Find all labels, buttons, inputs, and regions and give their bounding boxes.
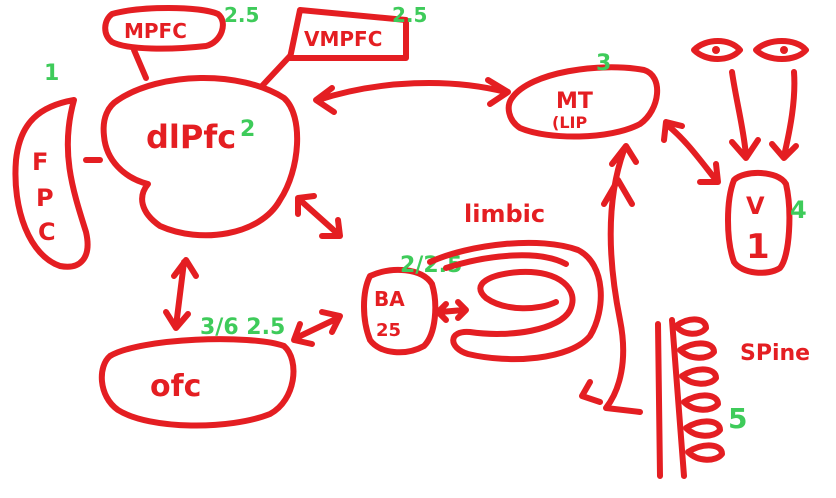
mpfc-outline (102, 5, 226, 52)
ba25-label-bottom: 25 (376, 320, 401, 341)
spine-vertebra-5 (683, 418, 723, 439)
node-dlpfc: dlPfc 2 (100, 75, 301, 239)
mt-outline (505, 64, 661, 140)
vmpfc-dlpfc-link (259, 53, 293, 89)
node-mt: MT (LIP 3 (505, 51, 661, 140)
v1-number: 4 (790, 196, 807, 224)
fpc-label-p: P (36, 184, 54, 212)
dlpfc-ofc-arrow (163, 257, 199, 331)
spine-vertebra-2 (677, 340, 717, 361)
node-v1: V 1 4 (725, 169, 807, 276)
dlpfc-mt-arrow (313, 77, 511, 115)
node-limbic: limbic (427, 200, 604, 363)
mpfc-number: 2.5 (224, 3, 259, 27)
node-spine: SPine 5 (655, 316, 810, 479)
ofc-ba25-arrow (291, 309, 343, 347)
fpc-label-f: F (32, 148, 48, 176)
mpfc-label: MPFC (124, 19, 187, 43)
node-vmpfc: VMPFC 2.5 (287, 3, 427, 61)
fpc-outline (12, 97, 91, 270)
mt-number: 3 (596, 51, 611, 76)
limbic-outline (427, 239, 604, 363)
mt-v1-arrow (661, 119, 721, 185)
limbic-label: limbic (464, 200, 545, 228)
eyes (691, 38, 809, 62)
dlpfc-label: dlPfc (146, 118, 236, 156)
fpc-label-c: C (38, 218, 56, 246)
spine-number: 5 (728, 402, 747, 435)
v1-outline (725, 169, 793, 276)
node-fpc: F P C 1 (12, 61, 91, 270)
spine-vertebra-1 (673, 316, 709, 337)
mpfc-dlpfc-link (131, 47, 149, 81)
v1-label-v: V (746, 192, 765, 220)
right-eye-v1-arrow (769, 69, 799, 161)
mt-label: MT (556, 89, 593, 114)
node-ba25: BA 25 2/2.5 (361, 253, 462, 356)
ba25-label-top: BA (374, 287, 405, 311)
fpc-number: 1 (44, 61, 59, 86)
spine-column (655, 317, 687, 479)
ofc-outline (98, 336, 297, 429)
dlpfc-number: 2 (240, 117, 255, 142)
left-eye-icon (691, 38, 743, 62)
vmpfc-number: 2.5 (392, 3, 427, 27)
ba25-limbic-arrow (435, 299, 469, 323)
right-eye-icon (753, 38, 809, 62)
limbic-inner (443, 252, 569, 271)
dlpfc-outline (100, 75, 301, 239)
spine-vertebra-4 (681, 392, 721, 413)
ba25-outline (361, 266, 439, 356)
left-eye-v1-arrow (729, 69, 761, 161)
ofc-number: 3/6 2.5 (200, 315, 285, 340)
mt-spine-arrow (579, 143, 643, 415)
spine-vertebra-3 (679, 366, 719, 387)
mt-spine-side-arrow (601, 177, 635, 207)
spine-vertebra-6 (685, 442, 725, 463)
v1-label-1: 1 (746, 227, 770, 267)
right-eye-pupil (780, 46, 788, 54)
dlpfc-ba25-arrow (295, 193, 343, 239)
node-ofc: ofc 3/6 2.5 (98, 315, 297, 429)
spine-label: SPine (740, 341, 810, 366)
left-eye-pupil (712, 46, 720, 54)
node-mpfc: MPFC 2.5 (102, 3, 259, 52)
vmpfc-outline (287, 7, 409, 61)
vmpfc-label: VMPFC (304, 27, 382, 51)
mt-sublabel: (LIP (552, 113, 587, 132)
ofc-label: ofc (150, 369, 201, 404)
